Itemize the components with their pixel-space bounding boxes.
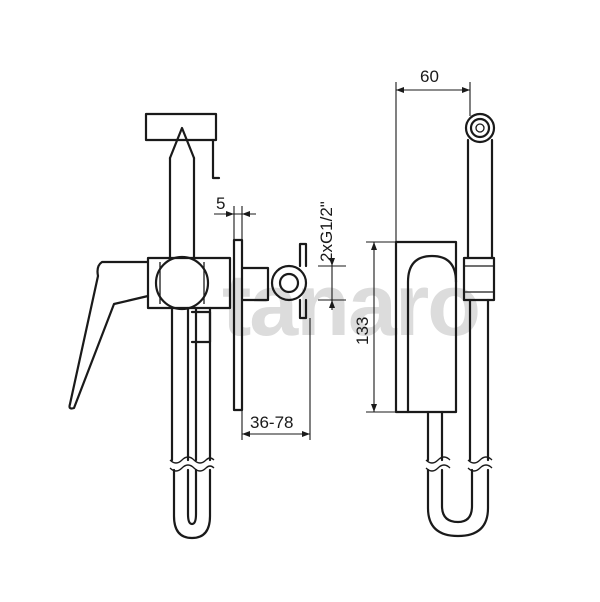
hose-u-bend-inner: [186, 468, 198, 526]
side-view: 5 2xG1/2" 36-78: [68, 112, 346, 540]
hose-u-bend: [172, 468, 212, 540]
connection-stem: [298, 242, 308, 320]
break-mark-left-2: [169, 464, 215, 472]
connection-pipe: [240, 266, 270, 302]
hose-left: [170, 306, 190, 462]
front-break-mark-2: [425, 464, 493, 472]
front-view: 60 133: [353, 67, 496, 538]
dim-133-ext: [366, 241, 396, 413]
mixer-inner-lines: [159, 262, 205, 304]
dim-3678-arrow-b: [302, 431, 310, 437]
hose-right: [194, 306, 212, 462]
spray-head-stem: [211, 138, 221, 180]
bracket-slot: [406, 254, 458, 414]
dim-60-arrow-a: [396, 87, 404, 93]
spray-head: [144, 112, 218, 142]
front-hose-right: [468, 298, 490, 462]
connection-nut-outer: [270, 264, 308, 302]
front-u-bend-inner: [440, 468, 474, 524]
break-mark-left: [169, 456, 215, 464]
front-break-mark: [425, 456, 493, 464]
spray-nozzle-outer: [464, 112, 496, 144]
front-hose-left: [426, 410, 444, 462]
dim-133-label: 133: [353, 317, 372, 345]
mixer-body: [146, 256, 232, 310]
hose-outlet: [190, 310, 212, 344]
dim-60-ext: [395, 82, 471, 242]
dim-133-arrow-b: [371, 404, 377, 412]
dim-60-label: 60: [420, 67, 439, 86]
dim-3678-ext: [241, 318, 311, 440]
dim-g12-arrow-a: [329, 258, 335, 266]
dim-g12-label: 2xG1/2": [317, 201, 336, 262]
front-u-bend-outer: [426, 468, 490, 538]
dim-5-arrow-a: [226, 211, 234, 217]
lever-handle: [68, 260, 150, 410]
bracket-plate: [394, 240, 458, 414]
dim-60-arrow-b: [462, 87, 470, 93]
holder-clip-lines: [464, 265, 494, 293]
spray-neck: [466, 138, 494, 260]
dim-5-arrow-b: [242, 211, 250, 217]
handle-tube: [168, 156, 196, 260]
dim-133-arrow-a: [371, 242, 377, 250]
watermark-text: tanaro: [222, 255, 479, 354]
mixer-ring: [154, 255, 210, 311]
dim-3678-arrow-a: [242, 431, 250, 437]
connection-nut-inner: [278, 272, 300, 294]
holder-clip: [462, 256, 496, 302]
diamond-connector: [168, 126, 196, 160]
dim-5-label: 5: [216, 194, 225, 213]
spray-nozzle-inner: [475, 123, 485, 133]
spray-nozzle-mid: [469, 117, 491, 139]
dim-g12-arrow-b: [329, 300, 335, 308]
dim-3678-label: 36-78: [250, 413, 293, 432]
